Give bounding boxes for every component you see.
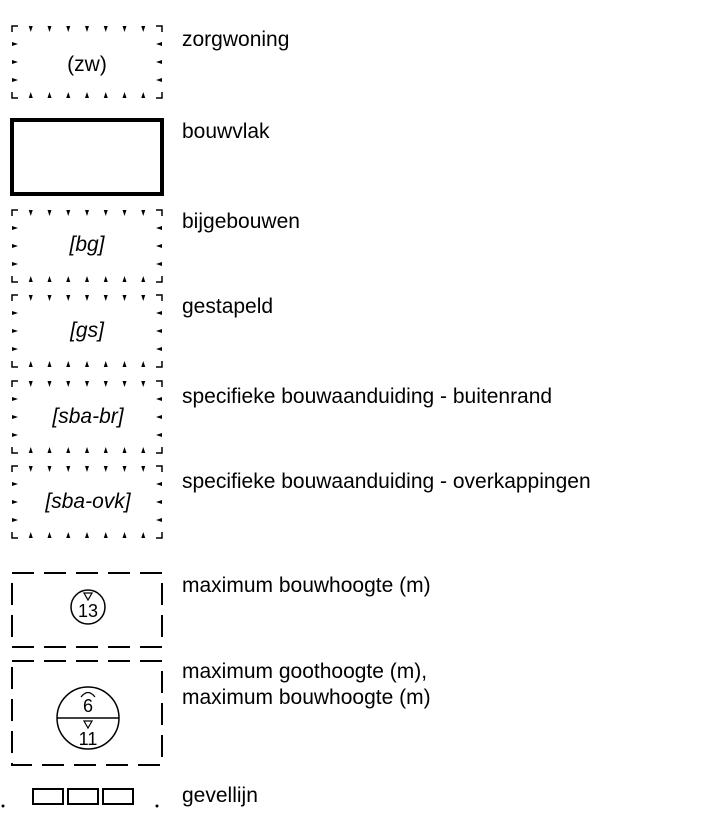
legend-item-goothoogte-bouwhoogte: 6 11 maximum goothoogte (m), maximum bou…: [0, 658, 706, 768]
maatvoering-symbol: 6 11: [11, 660, 163, 766]
symbol-text: [bg]: [68, 233, 105, 256]
legend-item-zorgwoning: (zw) zorgwoning: [0, 22, 706, 104]
symbol-text: [gs]: [69, 319, 105, 342]
gevellijn-symbol: [1, 788, 159, 808]
legend-label: maximum bouwhoogte (m): [182, 574, 431, 597]
bouwhoogte-value: 11: [79, 729, 98, 749]
legend-item-bijgebouwen: [bg] bijgebouwen: [0, 206, 706, 288]
aanduiding-symbol: (zw): [11, 25, 163, 99]
dotted-border: [11, 209, 163, 283]
aanduiding-symbol: [sba-ovk]: [11, 465, 163, 539]
legend-label-line-2: maximum bouwhoogte (m): [182, 686, 431, 709]
legend-label: gestapeld: [182, 295, 274, 318]
aanduiding-symbol: [sba-br]: [11, 380, 163, 454]
aanduiding-symbol: [gs]: [11, 294, 163, 368]
legend-item-bouwvlak: bouwvlak: [0, 116, 706, 198]
legend-label-line-1: maximum goothoogte (m),: [182, 660, 428, 683]
dotted-border: [11, 465, 163, 539]
maatvoering-symbol: 13: [11, 572, 163, 648]
legend-item-sba-ovk: [sba-ovk] specifieke bouwaanduiding - ov…: [0, 462, 706, 544]
legend-label: gevellijn: [182, 784, 258, 807]
dotted-border: [11, 380, 163, 454]
dotted-border: [11, 294, 163, 368]
legend-item-sba-br: [sba-br] specifieke bouwaanduiding - bui…: [0, 377, 706, 459]
legend-label: zorgwoning: [182, 28, 290, 51]
aanduiding-symbol: [bg]: [11, 209, 163, 283]
symbol-text: (zw): [67, 53, 107, 76]
dotted-border: [11, 25, 163, 99]
goothoogte-value: 6: [83, 696, 93, 716]
symbol-text: [sba-ovk]: [44, 490, 131, 513]
legend-item-maximum-bouwhoogte: 13 maximum bouwhoogte (m): [0, 570, 706, 652]
bouwhoogte-value: 13: [78, 601, 98, 621]
legend-item-gestapeld: [gs] gestapeld: [0, 291, 706, 373]
symbol-text: [sba-br]: [51, 405, 124, 428]
legend-item-gevellijn: gevellijn: [0, 784, 706, 816]
legend-label: specifieke bouwaanduiding - overkappinge…: [182, 470, 591, 493]
legend-label: specifieke bouwaanduiding - buitenrand: [182, 385, 553, 408]
legend-label: bouwvlak: [182, 120, 270, 143]
legend-label: bijgebouwen: [182, 210, 300, 233]
bouwvlak-symbol: [10, 118, 164, 196]
